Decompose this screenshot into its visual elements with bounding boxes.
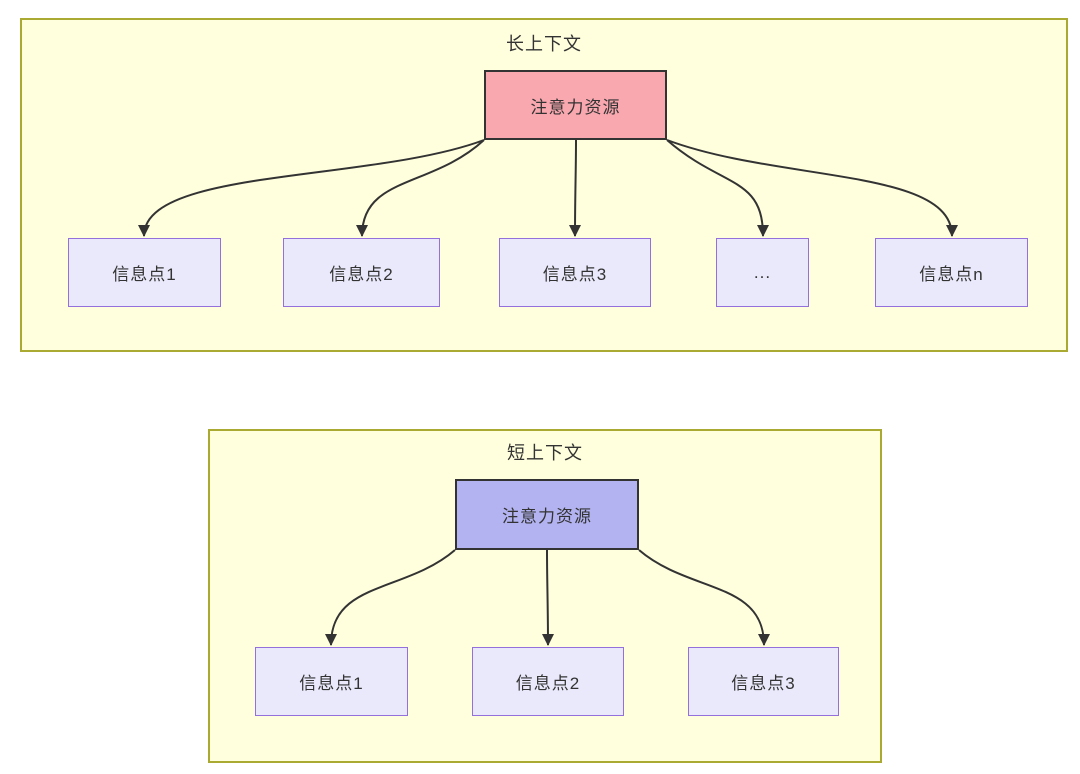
edge-long-1: [138, 139, 485, 237]
edge-long-4: [666, 139, 769, 237]
edge-short-1: [325, 549, 456, 646]
edge-long-2: [356, 139, 485, 237]
short-attention-node: 注意力资源: [455, 479, 639, 550]
long-info-node-2: 信息点2: [283, 238, 440, 307]
short-info-node-3: 信息点3: [688, 647, 839, 716]
short-context-title: 短上下文: [507, 443, 583, 463]
edge-short-3: [638, 549, 770, 646]
long-info-node-ellipsis: ...: [716, 238, 809, 307]
edge-long-5: [666, 139, 958, 237]
short-info-node-1: 信息点1: [255, 647, 408, 716]
long-info-node-1: 信息点1: [68, 238, 221, 307]
edge-long-3: [569, 139, 582, 237]
long-attention-node: 注意力资源: [484, 70, 667, 140]
long-context-title: 长上下文: [506, 34, 582, 54]
edge-short-2: [541, 549, 554, 646]
short-info-node-2: 信息点2: [472, 647, 624, 716]
long-info-node-3: 信息点3: [499, 238, 651, 307]
short-context-panel: 短上下文 注意力资源 信息点1 信息点2 信息点3: [208, 429, 882, 763]
long-context-panel: 长上下文 注意力资源 信息点1 信息点2 信息点3 ... 信息点n: [20, 18, 1068, 352]
long-info-node-n: 信息点n: [875, 238, 1028, 307]
